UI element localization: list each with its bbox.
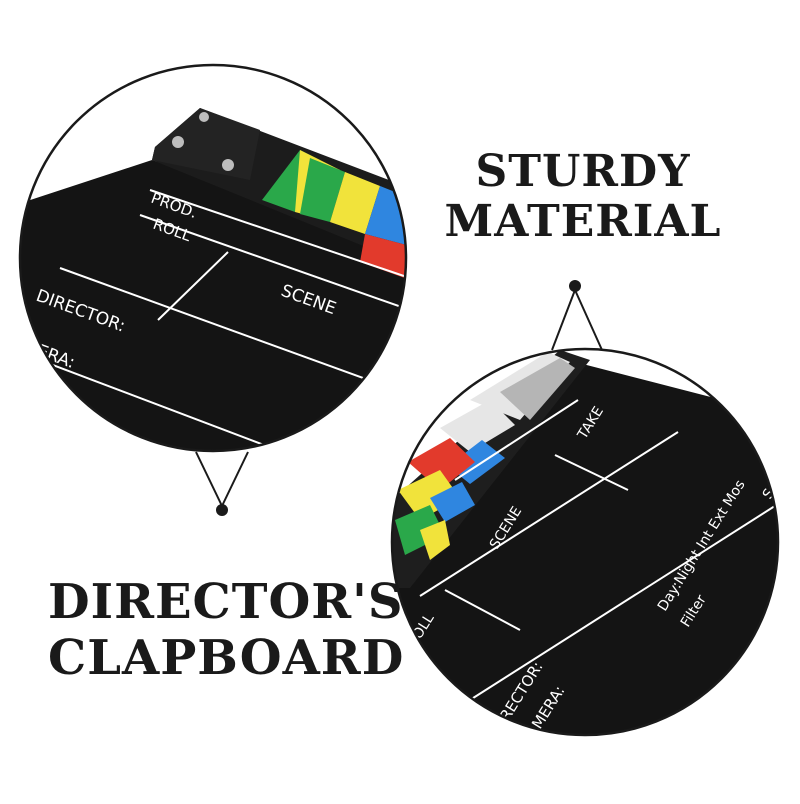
board-line bbox=[554, 454, 629, 491]
stripe-red bbox=[408, 438, 475, 490]
headline-sturdy-material: STURDY MATERIAL bbox=[438, 150, 728, 244]
connector-dot-icon bbox=[569, 280, 581, 292]
stripe-yellow2 bbox=[420, 520, 450, 560]
board-line bbox=[139, 214, 406, 311]
board-line bbox=[454, 399, 579, 481]
board-line bbox=[419, 431, 679, 597]
connector-dot-icon bbox=[216, 504, 228, 516]
hinge-screw-icon bbox=[172, 136, 184, 148]
headline-line: DIRECTOR'S bbox=[48, 574, 404, 630]
board-line bbox=[149, 189, 406, 279]
board-line bbox=[444, 589, 521, 631]
stripe-green2 bbox=[300, 158, 345, 222]
board-line bbox=[59, 267, 406, 396]
left-connector bbox=[195, 451, 249, 516]
stripe-grey-mid bbox=[500, 358, 575, 420]
board-line bbox=[157, 251, 229, 321]
right-magnifier: TAKE SCENE OLL RECTOR: MERA: Day:Night I… bbox=[390, 347, 780, 737]
stripe-yellow bbox=[398, 470, 460, 520]
stripe-red bbox=[360, 234, 406, 280]
headline-directors-clapboard: DIRECTOR'S CLAPBOARD bbox=[48, 574, 405, 686]
stripe-blue2 bbox=[430, 482, 475, 522]
headline-line: STURDY bbox=[475, 146, 691, 197]
stripe-blue bbox=[448, 440, 505, 484]
hinge-screw-icon bbox=[199, 112, 209, 122]
hinge-screw-icon bbox=[222, 159, 234, 171]
right-magnifier-border bbox=[390, 347, 780, 737]
headline-line: MATERIAL bbox=[444, 196, 722, 247]
left-magnifier: PROD. ROLL SCENE DIRECTOR: MERA: bbox=[18, 63, 408, 453]
headline-line: CLAPBOARD bbox=[48, 630, 405, 686]
stripe-grey-light2 bbox=[440, 400, 515, 452]
left-magnifier-border bbox=[18, 63, 408, 453]
stripe-yellow2 bbox=[330, 172, 380, 234]
board-line bbox=[469, 489, 778, 701]
right-connector bbox=[551, 280, 603, 351]
